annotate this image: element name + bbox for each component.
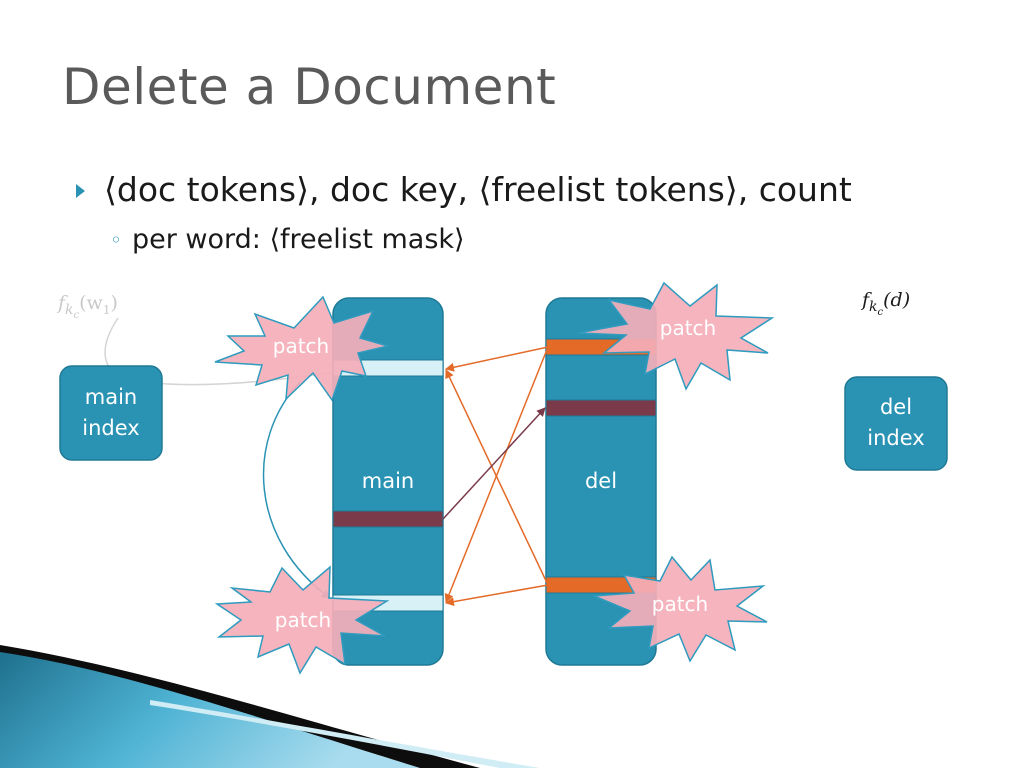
arrow-orange-2 [445, 369, 549, 586]
main-column-label: main [362, 469, 414, 493]
del-index-box: del index [844, 376, 948, 471]
formula-right-sub: k [869, 299, 877, 315]
del-cell-maroon [545, 399, 657, 417]
main-index-label-1: main [85, 385, 137, 409]
main-index-label-2: index [82, 416, 139, 440]
del-index-label-1: del [880, 395, 912, 419]
page-title: Delete a Document [62, 58, 557, 116]
patch-label: patch [652, 592, 708, 616]
formula-right-arg: (d) [883, 289, 910, 311]
main-column: main [332, 297, 444, 666]
arrow-orange-3 [444, 346, 549, 603]
main-index-box: main index [59, 365, 163, 461]
patch-star-bottom-left: patch [214, 565, 390, 675]
patch-label: patch [275, 608, 331, 632]
patch-star-bottom-right: patch [593, 555, 768, 663]
formula-left: fkc(w1) [56, 292, 118, 321]
bullet-main-text: ⟨doc tokens⟩, doc key, ⟨freelist tokens⟩… [104, 170, 852, 209]
arrow-orange-4 [445, 584, 549, 607]
formula-right-f: f [860, 289, 872, 311]
patch-star-top-left: patch [214, 295, 391, 402]
triangle-bullet-icon [76, 184, 85, 198]
formula-left-close: ) [110, 292, 117, 314]
arrow-teal-curve [262, 381, 331, 599]
del-column-label: del [585, 469, 617, 493]
main-cell-maroon [332, 510, 444, 528]
patch-label: patch [273, 334, 329, 358]
formula-right-subsub: c [878, 307, 884, 318]
formula-right: fkc(d) [860, 289, 910, 318]
del-index-label-2: index [867, 426, 924, 450]
formula-left-sub: k [65, 302, 73, 318]
circle-bullet-icon: ◦ [110, 228, 122, 252]
formula-left-argsub: 1 [103, 303, 111, 317]
formula-left-arg: (w [79, 292, 103, 314]
arrow-maroon [442, 407, 546, 520]
patch-star-top-right: patch [577, 281, 775, 391]
arrow-orange-1 [445, 346, 549, 372]
patch-label: patch [660, 316, 716, 340]
formula-left-f: f [56, 292, 68, 314]
formula-left-subsub: c [74, 310, 80, 321]
bullet-sub-text: per word: ⟨freelist mask⟩ [132, 224, 465, 255]
corner-decoration [0, 645, 540, 768]
